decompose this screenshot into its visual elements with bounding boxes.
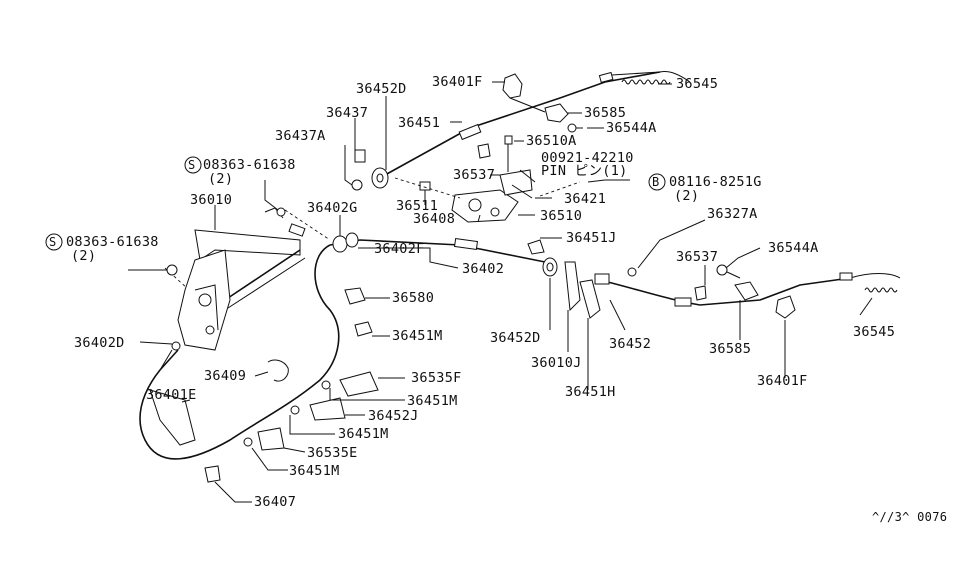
bolt-36451M-b xyxy=(321,380,331,390)
bracket-36535F xyxy=(339,371,379,397)
label-36535E: 36535E xyxy=(307,445,358,461)
front-cable-36451 xyxy=(384,71,691,176)
leader-lines xyxy=(139,81,873,503)
label-08116-8251G: 08116-8251G xyxy=(669,174,762,190)
bracket-36585-top xyxy=(544,103,569,123)
label-36010: 36010 xyxy=(190,192,233,208)
link-36421 xyxy=(511,184,533,199)
label-pin: PIN ピン(1) xyxy=(541,163,628,179)
clip-36580 xyxy=(344,287,366,305)
label-36537-right: 36537 xyxy=(676,249,719,265)
nut-36511 xyxy=(419,181,431,191)
label-00921-42210: 00921-42210 xyxy=(541,150,634,166)
label-36585-top: 36585 xyxy=(584,105,627,121)
clip-36537-right xyxy=(694,285,707,301)
bracket-36401E xyxy=(149,389,196,446)
label-08363-61638-left: 08363-61638 xyxy=(66,234,159,250)
label-36535F: 36535F xyxy=(411,370,462,386)
label-36545-top: 36545 xyxy=(676,76,719,92)
label-36402: 36402 xyxy=(462,261,505,277)
grommet-36452D-top xyxy=(371,167,389,189)
label-36510A: 36510A xyxy=(526,133,577,149)
label-36327A: 36327A xyxy=(707,206,758,222)
label-36451M-b: 36451M xyxy=(407,393,458,409)
equalizer-36510 xyxy=(451,135,536,223)
clip-36451M-a xyxy=(354,321,373,337)
reference-code: ^//3^ 0076 xyxy=(872,510,948,524)
spring-36545-top xyxy=(621,79,671,85)
bracket-36401F-top xyxy=(502,73,546,113)
symbol-s-left: S xyxy=(49,235,57,249)
bolt-36544A-top xyxy=(567,123,583,133)
label-36451: 36451 xyxy=(398,115,441,131)
label-36401F-top: 36401F xyxy=(432,74,483,90)
cable-end-36402D xyxy=(159,341,181,371)
label-36585-bottom: 36585 xyxy=(709,341,752,357)
bolt-36544A-right xyxy=(716,264,741,279)
label-36402G: 36402G xyxy=(307,200,358,216)
bracket-36451H xyxy=(579,279,601,319)
bolt-36327A xyxy=(627,267,637,277)
label-36451J: 36451J xyxy=(566,230,617,246)
washer-36437 xyxy=(354,149,366,163)
clip-36407 xyxy=(204,465,221,483)
cable-36452 xyxy=(594,272,901,307)
label-36452J: 36452J xyxy=(368,408,419,424)
label-08363-61638-top: 08363-61638 xyxy=(203,157,296,173)
symbol-s-top: S xyxy=(188,158,196,172)
label-36452: 36452 xyxy=(609,336,652,352)
label-08363-top-qty: (2) xyxy=(208,171,234,187)
label-36421: 36421 xyxy=(564,191,607,207)
symbol-circles xyxy=(45,156,666,251)
label-36401F-bottom: 36401F xyxy=(757,373,808,389)
symbol-b: B xyxy=(652,175,660,189)
bolt-36451M-d xyxy=(243,437,253,447)
cable-36402 xyxy=(139,232,558,460)
label-36402F: 36402F xyxy=(374,241,425,257)
label-36402D: 36402D xyxy=(74,335,125,351)
lever-36010 xyxy=(177,207,306,351)
label-36452D-bottom: 36452D xyxy=(490,330,541,346)
label-36451M-c: 36451M xyxy=(338,426,389,442)
label-36545-right: 36545 xyxy=(853,324,896,340)
label-36407: 36407 xyxy=(254,494,297,510)
label-36401E: 36401E xyxy=(146,387,197,403)
bracket-36452J xyxy=(309,397,346,421)
bracket-36535E xyxy=(257,427,285,451)
label-36451M-a: 36451M xyxy=(392,328,443,344)
clip-36537-top xyxy=(477,143,491,159)
clip-36451J xyxy=(527,239,545,255)
label-36511: 36511 xyxy=(396,198,439,214)
bolt-36451M-c xyxy=(290,405,300,415)
label-36451M-d: 36451M xyxy=(289,463,340,479)
label-36544A-right: 36544A xyxy=(768,240,819,256)
label-36510: 36510 xyxy=(540,208,583,224)
label-08363-left-qty: (2) xyxy=(71,248,97,264)
nut-36437A xyxy=(351,179,363,191)
label-36437: 36437 xyxy=(326,105,369,121)
bolt-08363-left xyxy=(128,264,178,276)
label-36544A-top: 36544A xyxy=(606,120,657,136)
label-36409: 36409 xyxy=(204,368,247,384)
label-36451H: 36451H xyxy=(565,384,616,400)
label-36437A: 36437A xyxy=(275,128,326,144)
clip-36409 xyxy=(267,359,289,382)
label-36010J: 36010J xyxy=(531,355,582,371)
bracket-36010J xyxy=(564,261,581,312)
bracket-36585-bottom xyxy=(734,281,759,301)
label-36580: 36580 xyxy=(392,290,435,306)
label-36537-top: 36537 xyxy=(453,167,496,183)
label-36452D-top: 36452D xyxy=(356,81,407,97)
spring-36545-right xyxy=(864,287,898,293)
label-36408: 36408 xyxy=(413,211,456,227)
bracket-36401F-bottom xyxy=(775,295,796,319)
label-08116-qty: (2) xyxy=(674,188,700,204)
